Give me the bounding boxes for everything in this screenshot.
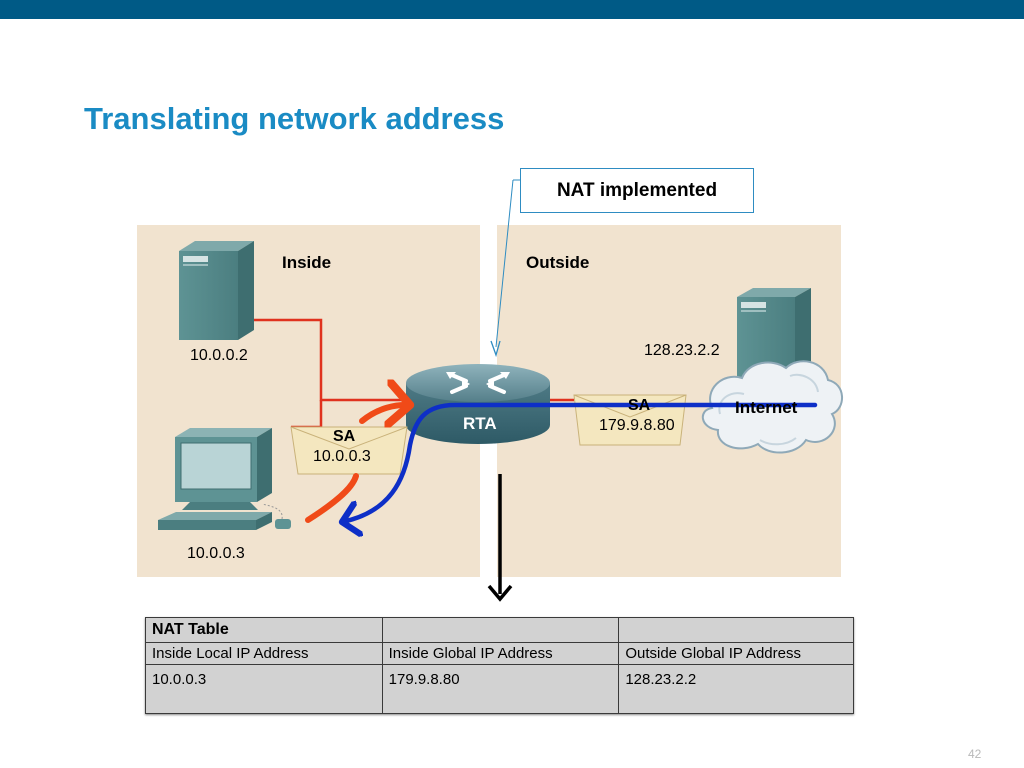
inside-label: Inside xyxy=(282,253,332,272)
inside-server-ip: 10.0.0.2 xyxy=(190,347,248,364)
down-arrow-icon xyxy=(487,474,513,602)
inside-packet-sa-label: SA xyxy=(333,428,356,445)
outbound-arrow-lower xyxy=(305,473,359,523)
callout-pointer-line xyxy=(495,179,514,348)
outside-packet-envelope-icon xyxy=(573,394,687,446)
computer-icon xyxy=(158,428,291,530)
slide-title: Translating network address xyxy=(84,101,505,136)
nat-implemented-callout: NAT implemented xyxy=(520,168,754,213)
return-arrow xyxy=(342,402,818,522)
nat-table-header: Inside Global IP Address xyxy=(381,642,620,665)
top-accent-bar xyxy=(0,0,1024,19)
nat-table-header: Inside Local IP Address xyxy=(145,642,383,665)
inside-packet-envelope-icon xyxy=(290,426,408,475)
internet-label: Internet xyxy=(735,398,798,417)
inside-host-ip: 10.0.0.3 xyxy=(187,545,245,562)
inside-server-icon xyxy=(179,241,254,340)
nat-table-empty-cell xyxy=(618,617,854,643)
nat-table-header: Outside Global IP Address xyxy=(618,642,854,665)
outside-server-ip: 128.23.2.2 xyxy=(644,342,720,359)
outbound-arrow-upper xyxy=(359,405,410,421)
outside-label: Outside xyxy=(526,253,590,272)
nat-table-cell: 179.9.8.80 xyxy=(381,664,620,714)
router-label: RTA xyxy=(463,414,497,433)
table-row: 10.0.0.3 179.9.8.80 128.23.2.2 xyxy=(145,664,854,714)
inside-packet-address: 10.0.0.3 xyxy=(313,448,371,465)
outside-packet-sa-label: SA xyxy=(628,397,651,414)
nat-table-title: NAT Table xyxy=(145,617,383,643)
nat-table-cell: 10.0.0.3 xyxy=(145,664,383,714)
router-icon xyxy=(406,364,550,444)
nat-table: NAT Table Inside Local IP Address Inside… xyxy=(145,617,854,714)
nat-table-empty-cell xyxy=(381,617,620,643)
page-number: 42 xyxy=(968,747,982,761)
outside-packet-address: 179.9.8.80 xyxy=(599,417,675,434)
nat-table-cell: 128.23.2.2 xyxy=(618,664,854,714)
